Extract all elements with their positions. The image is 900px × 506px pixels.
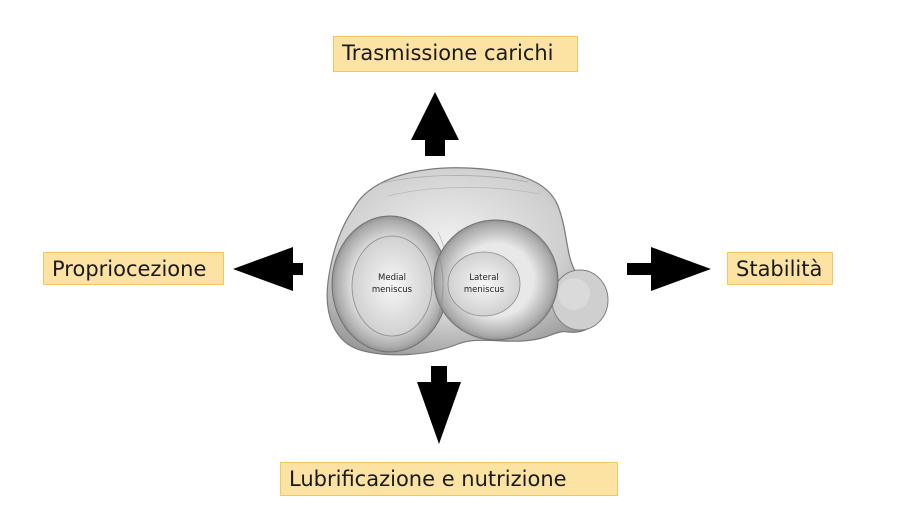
lateral-label-line2: meniscus <box>464 285 505 295</box>
arrow-right-icon <box>627 247 711 291</box>
label-lubrificazione-nutrizione: Lubrificazione e nutrizione <box>280 462 618 496</box>
medial-label-line1: Medial <box>378 273 406 283</box>
meniscus-illustration: Medial meniscus Lateral meniscus <box>326 167 609 356</box>
label-propriocezione: Propriocezione <box>43 252 224 285</box>
arrow-left-icon <box>233 247 303 291</box>
lateral-label-line1: Lateral <box>469 273 499 283</box>
medial-label-line2: meniscus <box>372 285 413 295</box>
arrow-up-icon <box>411 92 459 156</box>
label-trasmissione-carichi: Trasmissione carichi <box>333 36 578 72</box>
arrow-down-icon <box>417 366 461 444</box>
label-stabilita: Stabilità <box>727 252 833 285</box>
